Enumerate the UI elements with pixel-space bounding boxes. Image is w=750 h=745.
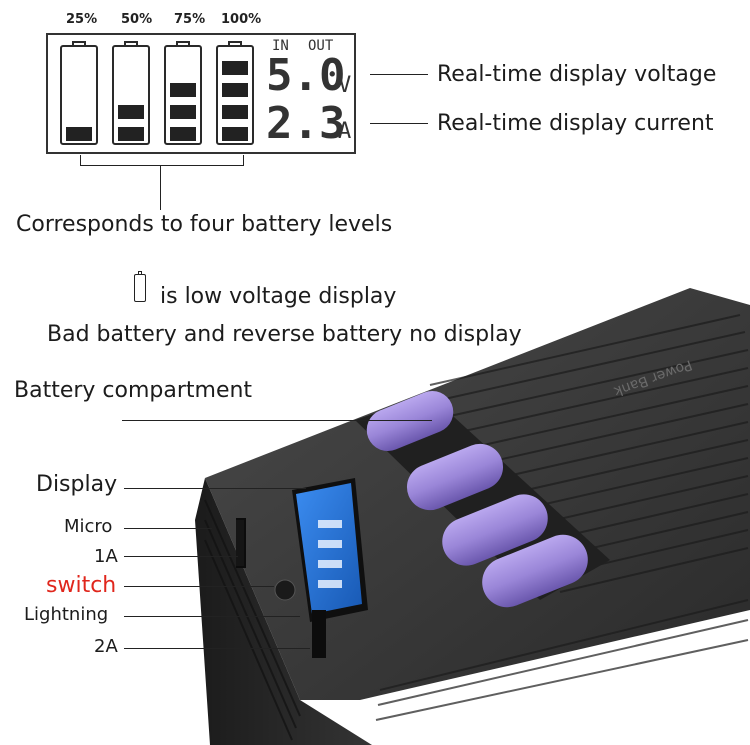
two-a-label: 2A [94, 636, 118, 657]
voltage-leader-line [370, 74, 428, 75]
level-label-25: 25% [66, 12, 98, 27]
bracket-left [80, 155, 81, 165]
lcd-voltage-unit: V [338, 73, 352, 98]
lightning-leader-line [124, 616, 300, 617]
usb-1a-port [236, 520, 244, 566]
bad-battery-annotation: Bad battery and reverse battery no displ… [47, 322, 522, 347]
lcd-out-label: OUT [308, 38, 334, 54]
device-front-face [195, 478, 372, 745]
current-annotation: Real-time display current [437, 111, 714, 136]
empty-battery-icon [134, 271, 146, 302]
low-voltage-annotation: is low voltage display [160, 284, 397, 309]
switch-button-icon [274, 579, 296, 601]
bracket-bottom [80, 165, 244, 166]
lcd-diagram: IN OUT 5.0 V 2.3 A [46, 33, 356, 154]
level-label-50: 50% [121, 12, 153, 27]
compartment-leader-line [122, 420, 432, 421]
micro-leader-line [124, 528, 212, 529]
display-leader-line [124, 488, 306, 489]
switch-leader-line [124, 586, 274, 587]
lcd-in-label: IN [272, 38, 289, 54]
one-a-label: 1A [94, 546, 118, 567]
current-leader-line [370, 123, 428, 124]
battery-cell-1 [366, 391, 454, 451]
lightning-label: Lightning [24, 604, 109, 625]
battery-100-icon [216, 41, 254, 145]
compartment-label: Battery compartment [14, 378, 253, 403]
levels-annotation: Corresponds to four battery levels [16, 212, 393, 237]
usb-2a-port [312, 610, 326, 658]
lcd-current-unit: A [338, 119, 352, 144]
battery-25-icon [60, 41, 98, 145]
bracket-right [243, 155, 244, 165]
two-a-leader-line [124, 648, 310, 649]
lcd-current-value: 2.3 [266, 98, 346, 149]
battery-50-icon [112, 41, 150, 145]
micro-label: Micro [64, 516, 113, 537]
battery-cell-3 [442, 494, 548, 566]
battery-75-icon [164, 41, 202, 145]
display-label: Display [36, 472, 118, 497]
battery-cell-2 [406, 443, 504, 511]
bracket-stem [160, 165, 161, 210]
one-a-leader-line [124, 556, 238, 557]
level-label-100: 100% [221, 12, 262, 27]
switch-label: switch [46, 573, 117, 598]
level-label-75: 75% [174, 12, 206, 27]
voltage-annotation: Real-time display voltage [437, 62, 717, 87]
battery-cells [366, 391, 588, 608]
lcd-voltage-value: 5.0 [266, 50, 346, 101]
battery-cell-4 [482, 534, 588, 608]
